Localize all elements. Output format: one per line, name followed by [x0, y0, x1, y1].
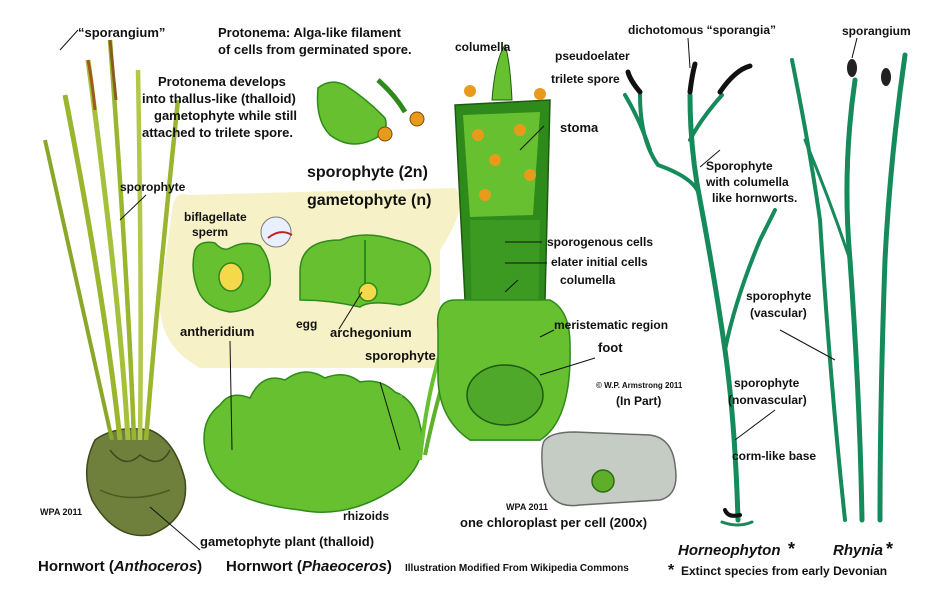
label-protonema-dev2: into thallus-like (thalloid): [142, 91, 296, 106]
label-copyright: © W.P. Armstrong 2011: [596, 381, 683, 390]
label-stoma: stoma: [560, 120, 599, 135]
label-egg: egg: [296, 317, 317, 331]
label-biflagellate: biflagellate: [184, 210, 247, 224]
caption-anthoceros-close: ): [197, 558, 202, 575]
caption-anthoceros: Hornwort (Anthoceros): [38, 558, 202, 575]
label-sporophyte-left: sporophyte: [120, 180, 186, 194]
label-protonema-dev4: attached to trilete spore.: [142, 125, 293, 140]
caption-anthoceros-genus: Anthoceros: [113, 558, 197, 575]
label-in-part: (In Part): [616, 394, 661, 408]
label-protonema-dev3: gametophyte while still: [154, 108, 297, 123]
label-archegonium: archegonium: [330, 325, 412, 340]
label-foot: foot: [598, 340, 623, 355]
label-protonema-title: Protonema: Alga-like filament: [218, 25, 402, 40]
label-meristematic: meristematic region: [554, 318, 668, 332]
label-columella-top: columella: [455, 40, 511, 54]
label-chloroplast: one chloroplast per cell (200x): [460, 515, 647, 530]
label-antheridium: antheridium: [180, 324, 254, 339]
label-sporophyte-columella2: with columella: [705, 175, 789, 189]
label-trilete-spore: trilete spore: [551, 72, 620, 86]
caption-phaeoceros: Hornwort (Phaeoceros): [226, 558, 392, 575]
caption-extinct: Extinct species from early Devonian: [681, 564, 887, 578]
label-sporophyte-nonvascular2: (nonvascular): [728, 393, 807, 407]
label-sporophyte-2n: sporophyte (2n): [307, 164, 428, 181]
chloroplast-cell-photo: [542, 432, 676, 506]
label-gametophyte-plant: gametophyte plant (thalloid): [200, 534, 374, 549]
label-columella-mid: columella: [560, 273, 616, 287]
label-rhizoids: rhizoids: [343, 509, 389, 523]
caption-phaeoceros-genus: Phaeoceros: [302, 558, 387, 575]
label-sporophyte-nonvascular1: sporophyte: [734, 376, 800, 390]
label-sporangium-quoted: “sporangium”: [78, 25, 165, 40]
caption-rhynia: Rhynia: [833, 542, 883, 559]
label-dichotomous: dichotomous “sporangia”: [628, 23, 776, 37]
caption-rhynia-asterisk: *: [886, 539, 893, 559]
label-sporophyte-vascular1: sporophyte: [746, 289, 812, 303]
caption-phaeoceros-prefix: Hornwort (: [226, 558, 302, 575]
label-gametophyte-n: gametophyte (n): [307, 192, 431, 209]
label-sporophyte-columella3: like hornworts.: [712, 191, 797, 205]
label-sporophyte-mid: sporophyte: [365, 348, 436, 363]
label-wpa-cell: WPA 2011: [506, 502, 548, 512]
protonema-illustration: [318, 80, 425, 144]
label-protonema-dev1: Protonema develops: [158, 74, 286, 89]
label-corm-base: corm-like base: [732, 449, 816, 463]
archegonium-illustration: [300, 235, 431, 307]
label-sporangium-right: sporangium: [842, 24, 911, 38]
caption-horneophyton-asterisk: *: [788, 539, 795, 559]
caption-extinct-asterisk: *: [668, 562, 675, 579]
label-sporophyte-vascular2: (vascular): [750, 306, 807, 320]
caption-anthoceros-prefix: Hornwort (: [38, 558, 114, 575]
label-sporophyte-columella1: Sporophyte: [706, 159, 773, 173]
caption-phaeoceros-close: ): [387, 558, 392, 575]
label-protonema-title2: of cells from germinated spore.: [218, 42, 412, 57]
caption-horneophyton: Horneophyton: [678, 542, 781, 559]
label-pseudoelater: pseudoelater: [555, 49, 630, 63]
label-sporogenous: sporogenous cells: [547, 235, 653, 249]
label-sperm: sperm: [192, 225, 228, 239]
label-elater-initial: elater initial cells: [551, 255, 648, 269]
label-wpa-left: WPA 2011: [40, 507, 82, 517]
caption-modified: Illustration Modified From Wikipedia Com…: [405, 563, 629, 574]
